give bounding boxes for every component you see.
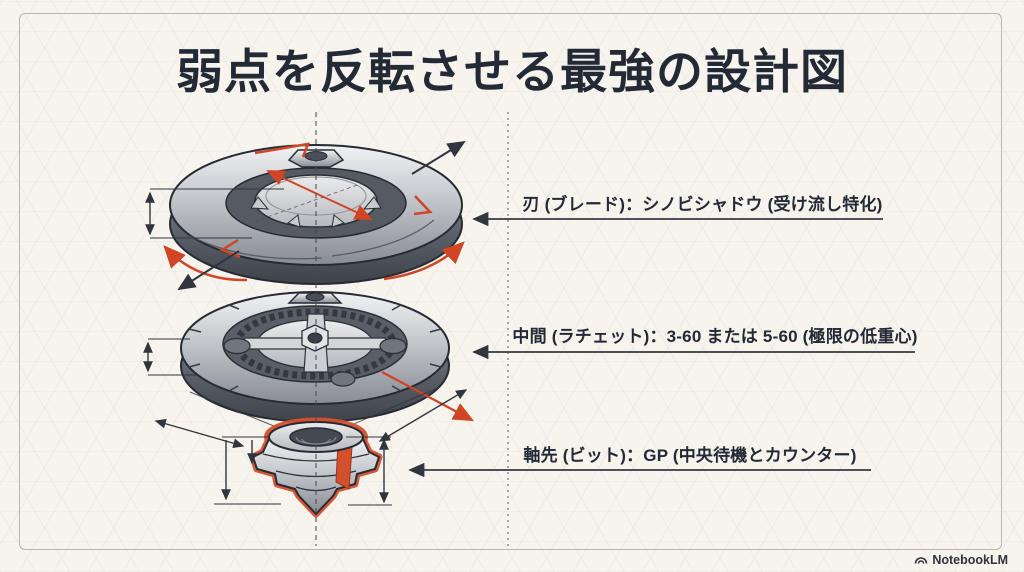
blade-dimension-lines [145, 188, 284, 239]
notebooklm-logo-icon [915, 557, 928, 564]
blade-ring-illustration [163, 142, 465, 285]
notebooklm-watermark: NotebookLM [914, 553, 1008, 567]
blade-callout-label: 刃 (ブレード)：シノビシャドウ (受け流し特化) [522, 195, 883, 214]
axis-arrow-upper-right [411, 140, 466, 175]
ratchet-callout-label: 中間 (ラチェット)：3-60 または 5-60 (極限の低重心) [512, 327, 918, 346]
bit-callout-label: 軸先 (ビット)：GP (中央待機とカウンター) [523, 446, 857, 465]
ratchet-disc-illustration [180, 291, 475, 423]
axis-arrow-lower-left [177, 250, 240, 291]
notebooklm-logo-text: NotebookLM [932, 553, 1008, 567]
page-title: 弱点を反転させる最強の設計図 [176, 45, 848, 98]
ratchet-dimension-lines [143, 338, 468, 457]
bit-dimension-lines [214, 436, 392, 506]
